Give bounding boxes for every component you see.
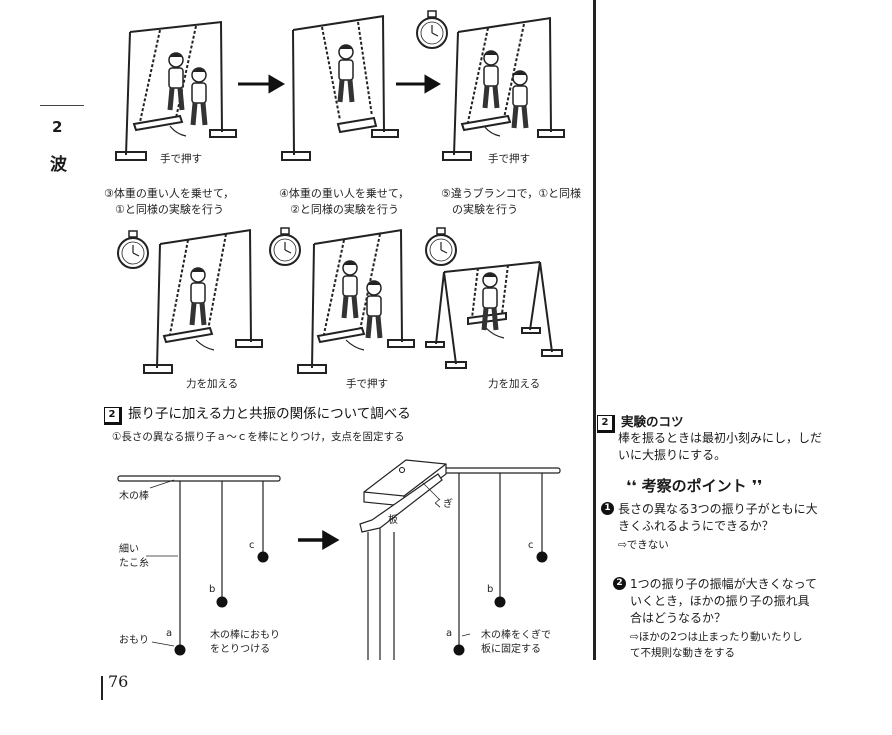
string-label: 細い たこ糸 [119, 544, 149, 569]
question-1-number: 1 [601, 502, 614, 515]
step-5-label: ⑤違うブランコで，①と同様 の実験を行う [441, 187, 582, 216]
bob-c-label-right: c [528, 540, 534, 551]
points-title-text: 考察のポイント [641, 477, 747, 495]
column-divider [593, 0, 596, 660]
bob-c-label: c [249, 540, 255, 551]
step-3-label: ③体重の重い人を乗せて， ①と同様の実験を行う [104, 187, 235, 216]
tips-heading: 2 実験のコツ [597, 411, 684, 433]
rod-label: 木の棒 [119, 491, 149, 502]
question-2-number: 2 [613, 577, 626, 590]
page-number: 76 [108, 672, 129, 691]
bob-a-label: a [166, 628, 173, 639]
weight-label: おもり [119, 635, 149, 646]
attach-note: 木の棒におもり をとりつける [210, 630, 280, 655]
caption-push-3: 手で押す [346, 378, 388, 390]
section-badge: 2 [104, 407, 122, 425]
answer-2: ⇨ほかの2つは止まったり動いたりして不規則な動きをする [630, 631, 803, 659]
step-4-label: ④体重の重い人を乗せて， ②と同様の実験を行う [279, 187, 410, 216]
bob-b-label-right: b [487, 584, 494, 595]
bob-a-label-right: a [446, 628, 453, 639]
tips-body: 棒を振るときは最初小刻みにし，しだいに大振りにする。 [618, 431, 823, 462]
chapter-rule [40, 105, 84, 106]
caption-force-2: 力を加える [488, 378, 541, 390]
question-1: 1 長さの異なる3つの振り子がともに大きくふれるようにできるか？ ⇨できない [601, 501, 823, 553]
caption-force-1: 力を加える [186, 378, 239, 390]
caption-push-2: 手で押す [488, 153, 530, 165]
chapter-title: 波 [50, 155, 67, 175]
nail-label: くぎ [433, 499, 453, 510]
pendulum-section-heading: 2 振り子に加える力と共振の関係について調べる [104, 402, 411, 425]
quote-open-icon: ❛❛ [626, 477, 642, 495]
caption-push-1: 手で押す [160, 153, 202, 165]
answer-1: ⇨できない [618, 539, 669, 551]
quote-close-icon: ❜❜ [746, 477, 763, 495]
tips-badge: 2 [597, 415, 615, 433]
question-1-text: 長さの異なる3つの振り子がともに大きくふれるようにできるか？ [618, 502, 818, 533]
fix-note: 木の棒をくぎで 板に固定する [481, 630, 551, 655]
board-label: 板 [388, 515, 398, 526]
bob-b-label: b [209, 584, 216, 595]
pendulum-step-1: ①長さの異なる振り子ａ～ｃを棒にとりつけ，支点を固定する [112, 431, 405, 443]
points-title: ❛❛ 考察のポイント ❜❜ [626, 475, 762, 496]
pendulum-section-title: 振り子に加える力と共振の関係について調べる [128, 406, 411, 422]
chapter-number: 2 [52, 118, 63, 136]
question-2-text: 1つの振り子の振幅が大きくなっていくとき，ほかの振り子の振れ具合はどうなるか？ [630, 577, 818, 625]
tips-title: 実験のコツ [621, 414, 684, 429]
page-number-bar [101, 676, 103, 700]
question-2: 2 1つの振り子の振幅が大きくなっていくとき，ほかの振り子の振れ具合はどうなるか… [613, 576, 820, 661]
